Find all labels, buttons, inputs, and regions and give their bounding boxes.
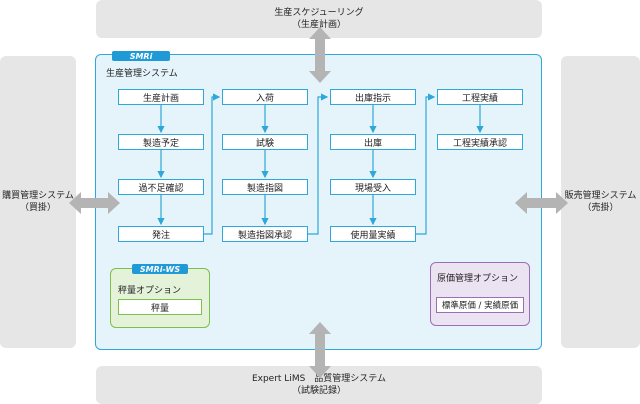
node-receiving: 入荷 [222,89,308,105]
node-production-plan: 生産計画 [118,89,204,105]
external-quality-line2: （試験記録） [291,386,346,396]
node-site-receipt: 現場受入 [330,179,416,195]
main-system-title: 生産管理システム [106,69,178,79]
smri-tag: SMRi [112,51,170,61]
node-manufacturing-instruction-approval: 製造指図承認 [222,226,308,242]
node-testing: 試験 [222,134,308,150]
node-order: 発注 [118,226,204,242]
node-manufacturing-schedule: 製造予定 [118,134,204,150]
external-quality-line1: Expert LiMS 品質管理システム [251,374,387,384]
external-production-scheduling-line2: （生産計画） [291,20,346,30]
node-manufacturing-instruction: 製造指図 [222,179,308,195]
external-sales-line1: 販売管理システム [564,191,637,201]
external-sales-line2: （売掛） [582,203,619,213]
external-production-scheduling: 生産スケジューリング （生産計画） [96,0,542,38]
node-standard-actual-cost: 標準原価 / 実績原価 [436,297,524,313]
external-purchasing-system: 購買管理システム （買掛） [0,56,76,348]
weighing-option-panel [110,268,210,328]
cost-option-title: 原価管理オプション [437,274,519,284]
weighing-option-title: 秤量オプション [118,286,182,296]
node-issue-instruction: 出庫指示 [330,89,416,105]
node-process-results: 工程実績 [437,89,523,105]
external-purchasing-line2: （買掛） [19,203,56,213]
smri-ws-tag: SMRi-WS [132,264,188,274]
node-issue: 出庫 [330,134,416,150]
external-sales-system: 販売管理システム （売掛） [561,56,640,348]
external-production-scheduling-line1: 生産スケジューリング [274,8,364,18]
node-shortage-check: 過不足確認 [118,179,204,195]
external-purchasing-line1: 購買管理システム [2,191,74,201]
node-weighing: 秤量 [118,299,202,315]
node-process-results-approval: 工程実績承認 [437,134,523,150]
cost-option-panel [430,262,530,326]
external-quality-system: Expert LiMS 品質管理システム （試験記録） [96,366,542,404]
node-usage-results: 使用量実績 [330,226,416,242]
